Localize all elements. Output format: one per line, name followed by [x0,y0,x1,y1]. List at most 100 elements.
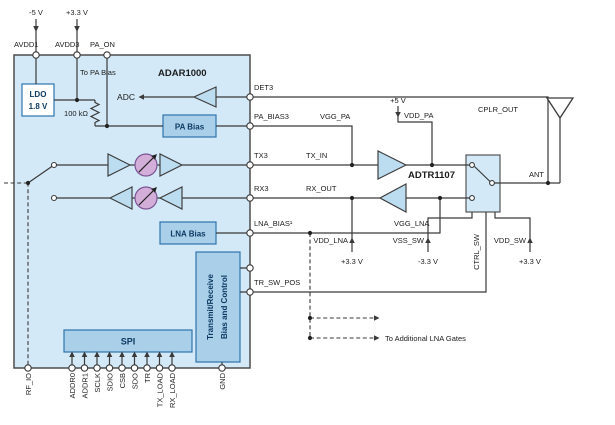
ldo-label-1: LDO [30,90,47,99]
arrow-vddsw-up [527,237,533,243]
tr-bias-control-block [195,251,241,363]
trc-label-2: Bias and Control [220,275,229,339]
dot [104,123,110,129]
pin-gnd [218,364,226,372]
addr0-label: ADDR0 [68,373,77,398]
rail-5v-label: +5 V [390,96,406,105]
dot [307,230,313,236]
switch-contacts [50,161,495,202]
arrows-spi-up [69,351,175,357]
sdio-label: SDIO [106,373,115,392]
rf-switch-arm [474,166,491,182]
pin-rx3 [246,194,254,202]
pin-addr0 [68,364,76,372]
pin-tr-sw-neg [246,264,254,272]
adc-amp [192,86,217,108]
pin-tx-load [155,364,164,372]
sclk-label: SCLK [93,373,102,393]
lna-bias1-label: LNA_BIAS¹ [254,219,293,228]
dot [349,162,355,168]
dot [545,180,551,186]
rx-out-label: RX_OUT [306,184,337,193]
vga-phase-shifters [134,153,158,210]
vdd-sw-label: VDD_SW [494,236,527,245]
dot [349,195,355,201]
dashed-wires [4,182,374,365]
pa-bias3-label: PA_BIAS3 [254,112,289,121]
resistor-label: 100 kΩ [64,109,88,118]
vss-sw-label: VSS_SW [393,236,425,245]
sw-contact-rx [469,195,475,201]
wire-vsssw [427,212,473,252]
pin-addr1 [80,364,89,372]
vdd-pa-label: VDD_PA [404,111,433,120]
wire-det3-cplr [253,96,549,183]
ctrl-sw-label: CTRL_SW [472,233,481,270]
arrow-5v-down [395,112,401,118]
wire-lnabias-vgglna [253,198,441,234]
adc-label: ADC [117,92,135,102]
lna-amp [378,182,407,214]
tx-amp-2 [159,153,184,177]
rx-amp-2 [108,186,133,210]
pin-sclk [93,364,101,372]
tx-load-label: TX_LOAD [156,372,165,407]
rail-vss-sw-label: -3.3 V [418,257,438,266]
sdo-label: SDO [131,373,140,389]
dot [25,180,31,186]
junction-dots [25,97,551,341]
rx-amp-1 [158,186,183,210]
arrow-vsssw-up [425,237,431,243]
dot [74,97,80,103]
lna-bias-label: LNA Bias [170,230,206,239]
pins [24,51,254,372]
rx-phase-arrow [138,187,157,206]
wire-additional-lna-dashed [309,233,374,339]
tx3-label: TX3 [254,151,268,160]
antenna-icon [545,97,575,120]
rail-vdd-lna-label: +3.3 V [341,257,363,266]
dot [437,195,443,201]
tx-amp-1 [107,153,132,177]
pa-amp [377,150,408,180]
dot [307,335,313,341]
pin-sdo [130,364,139,372]
pin-tr [143,364,151,372]
pin-tx3 [246,161,254,169]
tr-label: TR [143,372,152,383]
adar1000-title: ADAR1000 [158,68,207,79]
addr1-label: ADDR1 [81,373,90,398]
avdd3-label: AVDD3 [55,40,79,49]
det3-label: DET3 [254,83,273,92]
wire-ant [494,118,561,184]
pin-sdio [105,364,114,372]
cplr-out-label: CPLR_OUT [478,105,518,114]
wires [27,19,561,365]
vgg-pa-label: VGG_PA [320,112,350,121]
wire-pabias3-vggpa [253,125,353,165]
rail-vdd-sw-label: +3.3 V [519,257,541,266]
rx-switch-contact [50,194,58,202]
vdd-lna-label: VDD_LNA [313,236,348,245]
arrow-adc-left [138,94,144,100]
arrow-3v3-down [74,26,80,32]
pin-avdd3 [73,51,81,59]
wire-trswpos-ctrlsw [253,212,487,293]
dot [429,162,435,168]
vgg-lna-label: VGG_LNA [394,219,429,228]
pa-bias-label: PA Bias [175,123,205,132]
dot [307,315,313,321]
amplifiers [107,86,408,214]
switch-arm [27,166,53,184]
rf-io-label: RF_IO [24,373,33,395]
pin-rf-io [24,364,32,372]
wire-rfio-dashed [4,182,29,365]
pin-tr-sw-pos [246,288,254,296]
arrows-lna-gates-right [374,315,380,341]
pin-avdd1 [32,51,40,59]
ldo-block [21,83,55,117]
pin-det3 [246,93,254,101]
gnd-label: GND [218,372,227,389]
tx-phase-arrow [138,154,157,173]
tr-sw-pos-label: TR_SW_POS [254,278,300,287]
